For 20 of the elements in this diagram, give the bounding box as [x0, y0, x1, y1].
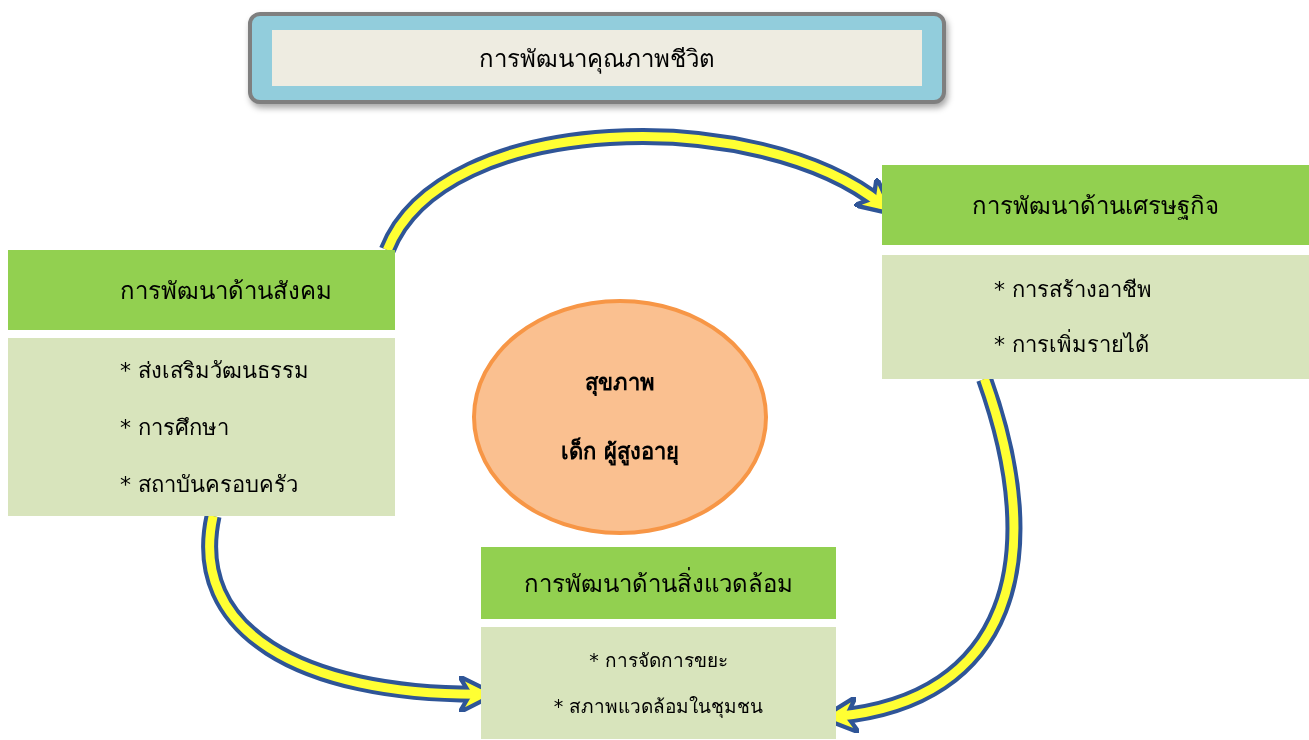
- ellipse-text: เด็ก ผู้สูงอายุ: [561, 436, 679, 468]
- title-text: การพัฒนาคุณภาพชีวิต: [479, 43, 715, 76]
- item-list-box: [481, 627, 836, 739]
- item-list-box: [8, 338, 395, 516]
- ellipse-text: สุขภาพ: [585, 369, 655, 398]
- title-box: [248, 12, 946, 104]
- category-header: [481, 547, 836, 619]
- category-header: [8, 250, 395, 330]
- list-item: * การจัดการขยะ: [589, 648, 728, 673]
- list-item: * สถาบันครอบครัว: [120, 470, 298, 499]
- category-header: [882, 165, 1309, 245]
- list-item: * การสร้างอาชีพ: [994, 276, 1152, 304]
- header-text: การพัฒนาด้านเศรษฐกิจ: [972, 190, 1219, 222]
- list-item: * การศึกษา: [120, 413, 229, 442]
- list-item: * สภาพแวดล้อมในชุมชน: [553, 694, 764, 720]
- header-text: การพัฒนาด้านสิ่งแวดล้อม: [524, 566, 793, 600]
- header-text: การพัฒนาด้านสังคม: [120, 275, 332, 307]
- item-list-box: [882, 255, 1309, 379]
- list-item: * ส่งเสริมวัฒนธรรม: [120, 356, 309, 385]
- list-item: * การเพิ่มรายได้: [994, 327, 1149, 362]
